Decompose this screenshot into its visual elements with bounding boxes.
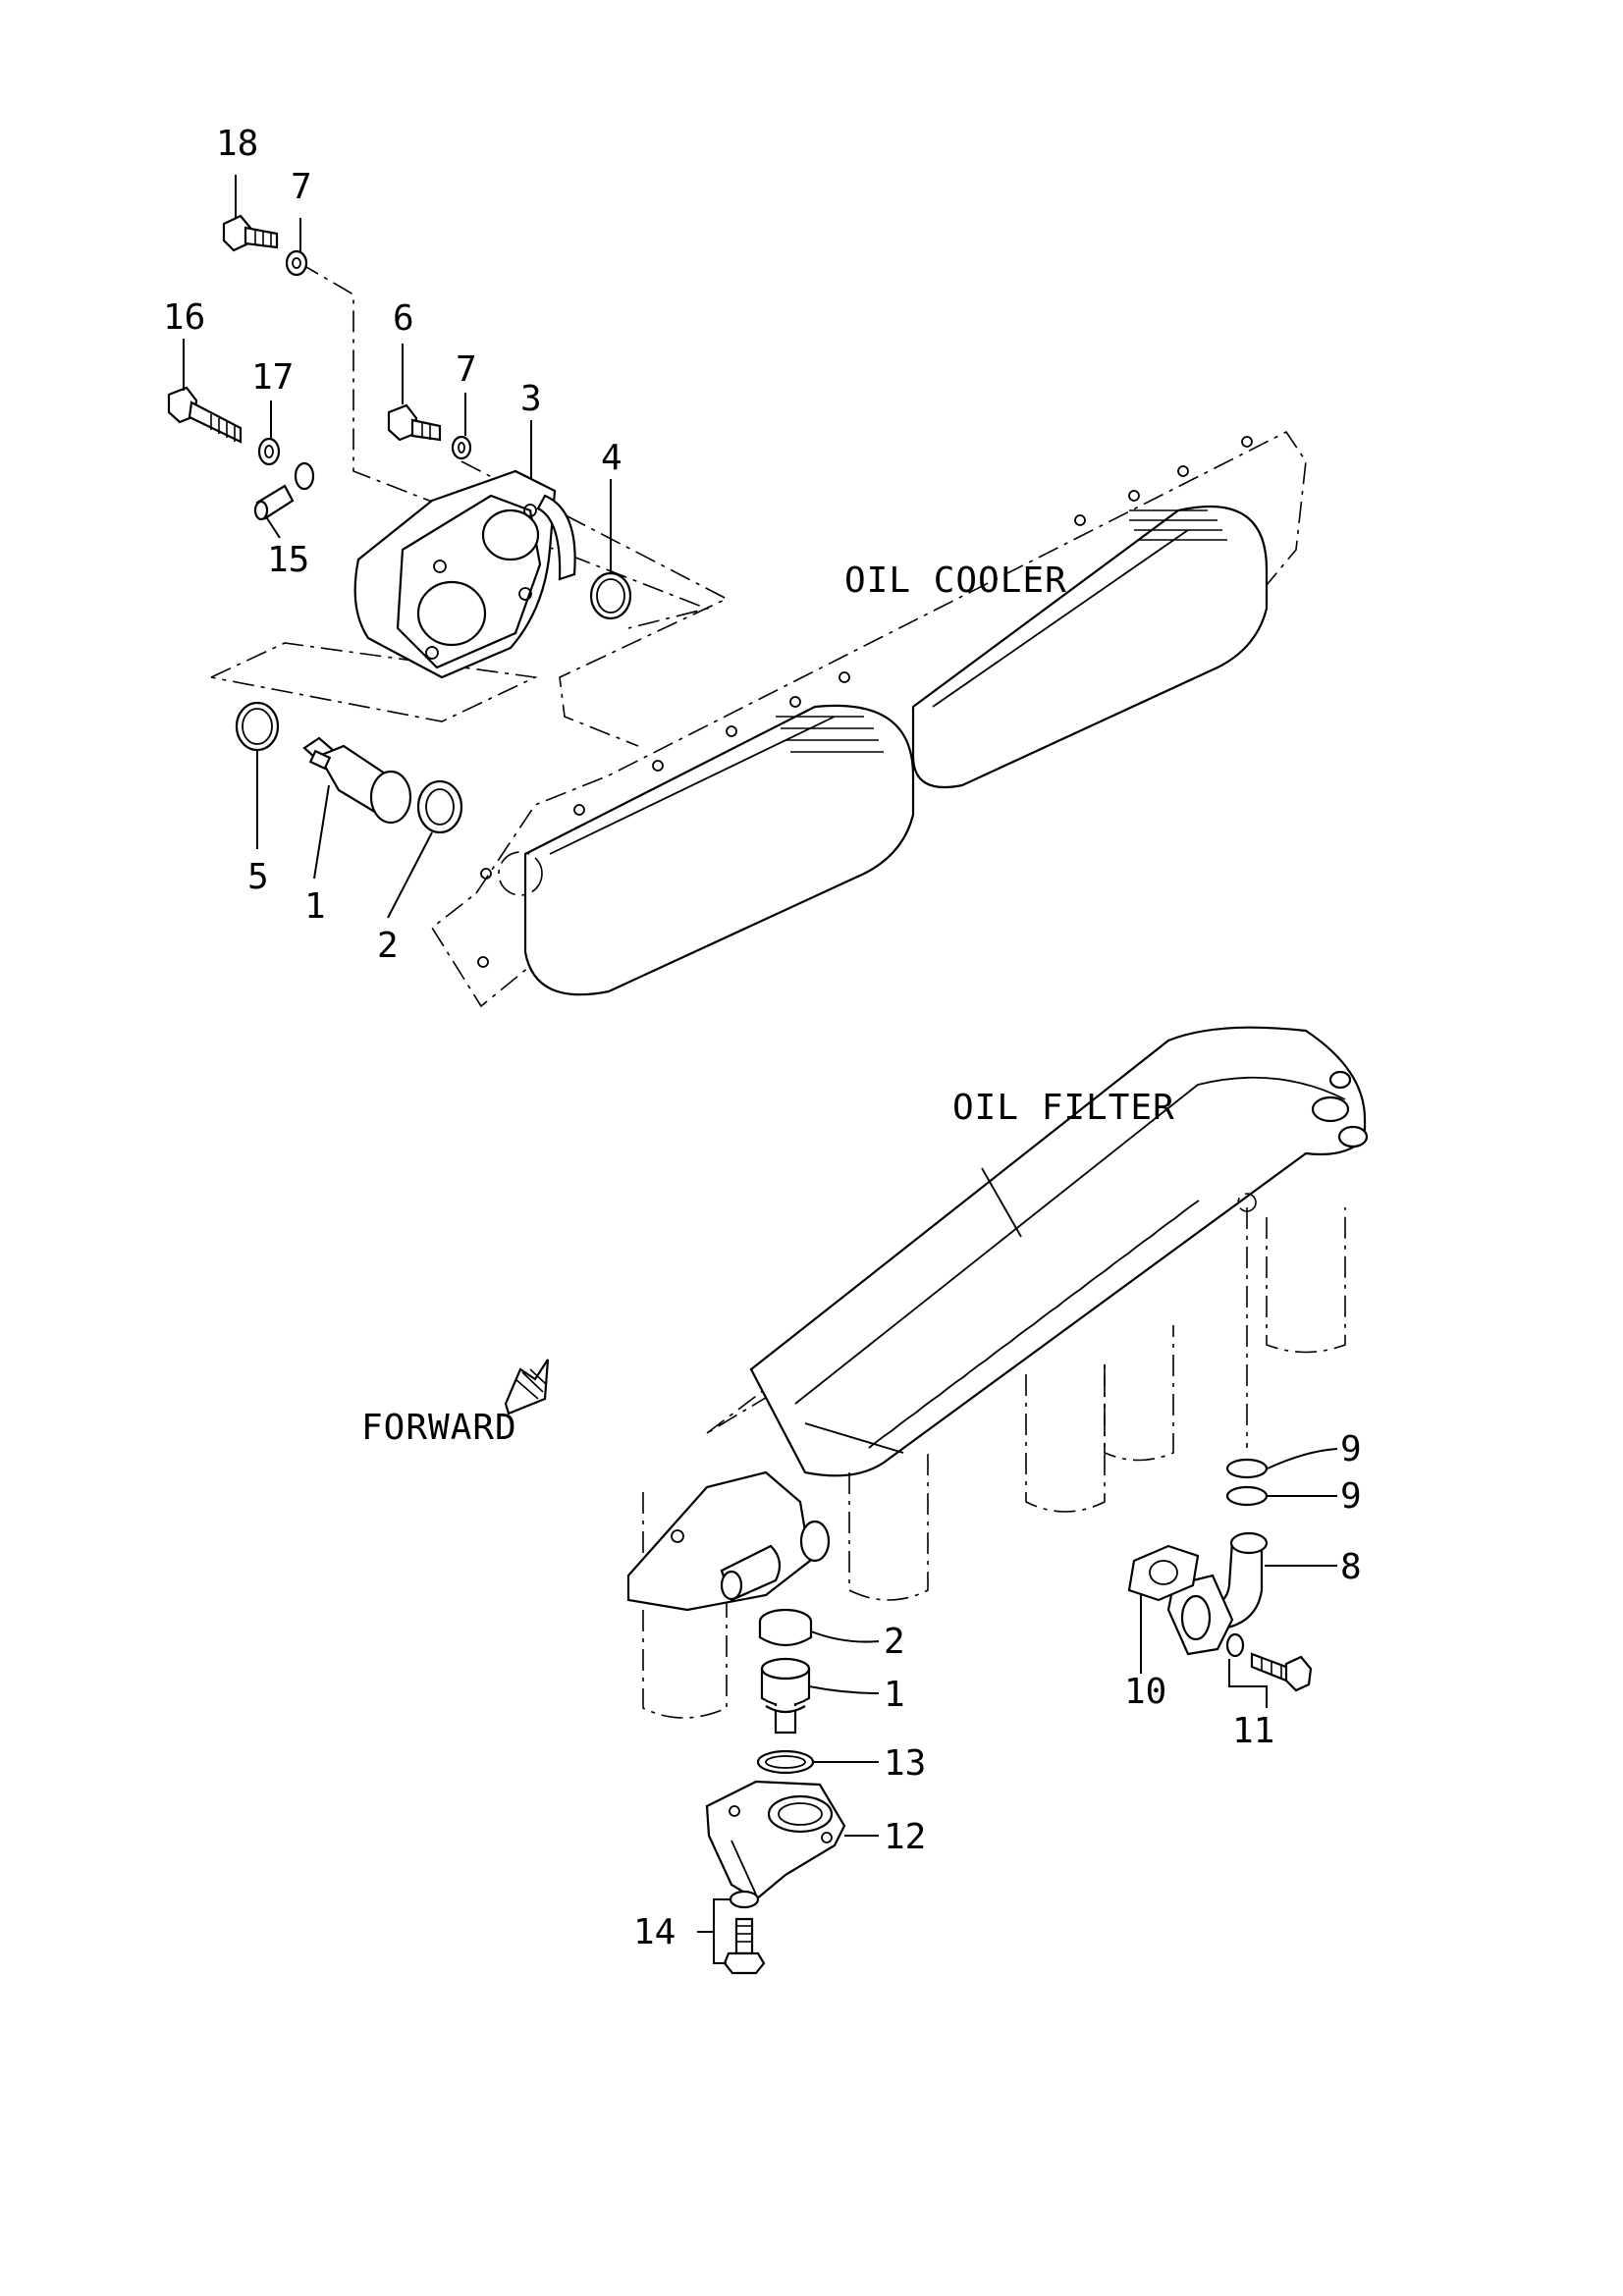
part-9-o-ring-lower (1225, 1485, 1269, 1507)
part-7-washer-mid (451, 435, 472, 460)
oil-cooler-element-rear (911, 505, 1269, 789)
oil-filter-label: OIL FILTER (952, 1088, 1175, 1128)
callout-18: 18 (216, 124, 258, 164)
oil-filter-seam (868, 1200, 1200, 1449)
callout-7-top: 7 (291, 167, 312, 207)
callout-14: 14 (633, 1912, 676, 1952)
part-3-thermostat-housing (353, 469, 576, 679)
part-14-bolt-washer (723, 1890, 766, 1975)
part-18-bolt (222, 214, 279, 252)
upper-leader-housing (460, 460, 729, 747)
upper-leader-bolts (298, 262, 710, 629)
callout-6: 6 (393, 298, 414, 339)
callout-8: 8 (1340, 1547, 1362, 1587)
part-7-washer-top (285, 249, 308, 277)
part-6-bolt (387, 403, 442, 442)
callout-17: 17 (251, 357, 294, 398)
part-9-o-ring-upper (1225, 1458, 1269, 1479)
part-17-washer (257, 437, 281, 466)
part-12-thermostat-housing-lower (705, 1780, 846, 1901)
part-15-plug (253, 461, 315, 521)
callout-9-upper: 9 (1340, 1429, 1362, 1469)
callout-4: 4 (601, 438, 622, 478)
callout-10: 10 (1124, 1672, 1166, 1712)
oil-filter-cans (642, 1207, 1346, 1719)
part-11-bolt-washer (1225, 1632, 1313, 1692)
callout-5: 5 (247, 857, 269, 897)
callout-15: 15 (267, 540, 309, 580)
callout-9-lower: 9 (1340, 1476, 1362, 1517)
forward-label: FORWARD (361, 1408, 517, 1448)
callout-3: 3 (520, 379, 542, 419)
callout-2-lower: 2 (884, 1622, 905, 1662)
part-10-gasket (1127, 1544, 1200, 1602)
callout-12: 12 (884, 1817, 926, 1857)
callout-7-mid: 7 (456, 349, 477, 390)
part-2-seal-ring (416, 779, 463, 834)
oil-filter-body (749, 1026, 1367, 1477)
oil-cooler-element-front (498, 704, 915, 996)
oil-cooler-assembly (167, 175, 1307, 1008)
callout-11: 11 (1232, 1711, 1274, 1751)
callout-1-lower: 1 (884, 1675, 905, 1715)
callout-13: 13 (884, 1743, 926, 1784)
part-1-thermostat-lower (760, 1657, 811, 1735)
upper-leader-thermostat (210, 642, 538, 722)
oil-filter-adapter-block (626, 1470, 831, 1612)
oil-cooler-mounting-plate (430, 430, 1307, 1008)
callout-1: 1 (304, 886, 326, 927)
callout-2: 2 (377, 926, 399, 966)
part-16-long-bolt (167, 386, 243, 444)
part-2-seal-ring-lower (758, 1608, 813, 1647)
forward-arrow-icon (504, 1359, 550, 1415)
part-8-elbow-pipe (1166, 1531, 1269, 1656)
oil-filter-assembly (626, 1026, 1369, 1975)
part-1-thermostat (302, 736, 412, 825)
oil-cooler-label: OIL COOLER (844, 561, 1067, 601)
callout-16: 16 (163, 297, 205, 338)
